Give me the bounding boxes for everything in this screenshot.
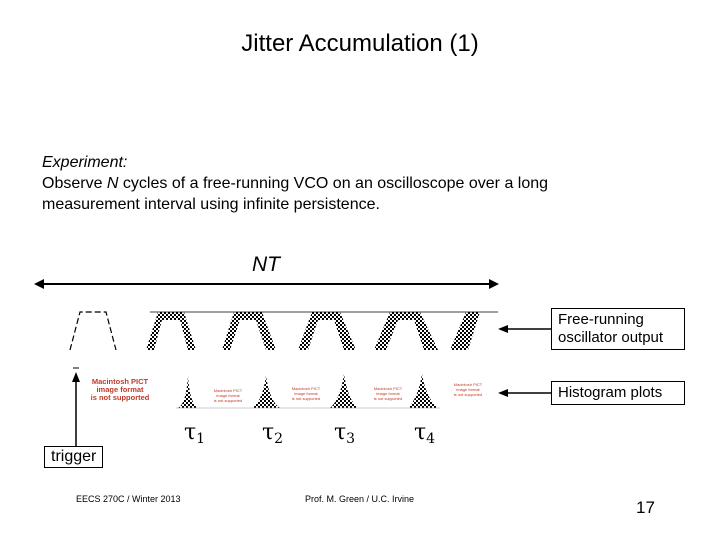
- pict-3-line-1: Macintosh PICT: [373, 386, 403, 391]
- oscillator-callout-line-1: Free-running: [558, 311, 644, 328]
- pict-placeholder-3: Macintosh PICT image format is not suppo…: [372, 386, 404, 401]
- tau-3-label: τ3: [334, 420, 355, 447]
- tau-3-symbol: τ: [334, 420, 347, 445]
- page-number: 17: [636, 498, 655, 517]
- pict-line-3: is not supported: [90, 393, 150, 402]
- pict-placeholder-2: Macintosh PICT image format is not suppo…: [290, 386, 322, 401]
- pict-placeholder-1: Macintosh PICT image format is not suppo…: [212, 388, 244, 403]
- experiment-line-1-pre: Observe: [42, 175, 107, 192]
- tau-4-symbol: τ: [414, 420, 427, 445]
- pict-3-line-2: image format: [376, 391, 400, 396]
- experiment-text: Experiment: Observe N cycles of a free-r…: [42, 152, 548, 215]
- footer-author: Prof. M. Green / U.C. Irvine: [305, 494, 415, 504]
- nt-double-arrow: [34, 279, 499, 289]
- pict-placeholder-4: Macintosh PICT image format is not suppo…: [452, 382, 484, 397]
- tau-1-label: τ1: [184, 420, 205, 447]
- pict-3-line-3: is not supported: [373, 396, 403, 401]
- experiment-line-2: measurement interval using infinite pers…: [42, 196, 380, 213]
- trigger-arrow: [72, 367, 80, 446]
- pict-1-line-2: image format: [216, 393, 240, 398]
- oscillator-waveform: [69, 311, 498, 351]
- pict-2-line-2: image format: [294, 391, 318, 396]
- oscillator-output-callout: Free-running oscillator output: [551, 308, 685, 350]
- tau-2-symbol: τ: [262, 420, 275, 445]
- pict-2-line-1: Macintosh PICT: [291, 386, 321, 391]
- pict-placeholder-main: Macintosh PICT image format is not suppo…: [88, 378, 152, 402]
- pict-1-line-3: is not supported: [213, 398, 243, 403]
- pict-4-line-3: is not supported: [453, 392, 483, 397]
- trigger-callout: trigger: [44, 446, 104, 468]
- tau-2-index: 2: [274, 431, 284, 447]
- tau-4-label: τ4: [414, 420, 435, 447]
- experiment-line-1: Observe N cycles of a free-running VCO o…: [42, 173, 548, 194]
- footer-course: EECS 270C / Winter 2013: [76, 494, 181, 504]
- histogram-callout: Histogram plots: [551, 381, 685, 405]
- oscillator-callout-line-2: oscillator output: [558, 329, 664, 346]
- pict-line-1: Macintosh PICT: [91, 377, 149, 386]
- pict-line-2: image format: [96, 385, 144, 394]
- histogram-plots: [176, 374, 440, 409]
- experiment-heading: Experiment:: [42, 154, 128, 171]
- callout-arrows: [498, 325, 551, 397]
- slide-title: Jitter Accumulation (1): [241, 30, 479, 57]
- experiment-n-variable: N: [106, 175, 119, 192]
- pict-4-line-1: Macintosh PICT: [453, 382, 483, 387]
- experiment-line-1-post: cycles of a free-running VCO on an oscil…: [118, 175, 549, 192]
- tau-4-index: 4: [426, 431, 436, 447]
- tau-3-index: 3: [346, 431, 356, 447]
- pict-4-line-2: image format: [456, 387, 480, 392]
- nt-label: NT: [252, 253, 280, 276]
- tau-2-label: τ2: [262, 420, 283, 447]
- tau-1-index: 1: [196, 431, 206, 447]
- tau-1-symbol: τ: [184, 420, 197, 445]
- pict-2-line-3: is not supported: [291, 396, 321, 401]
- pict-1-line-1: Macintosh PICT: [213, 388, 243, 393]
